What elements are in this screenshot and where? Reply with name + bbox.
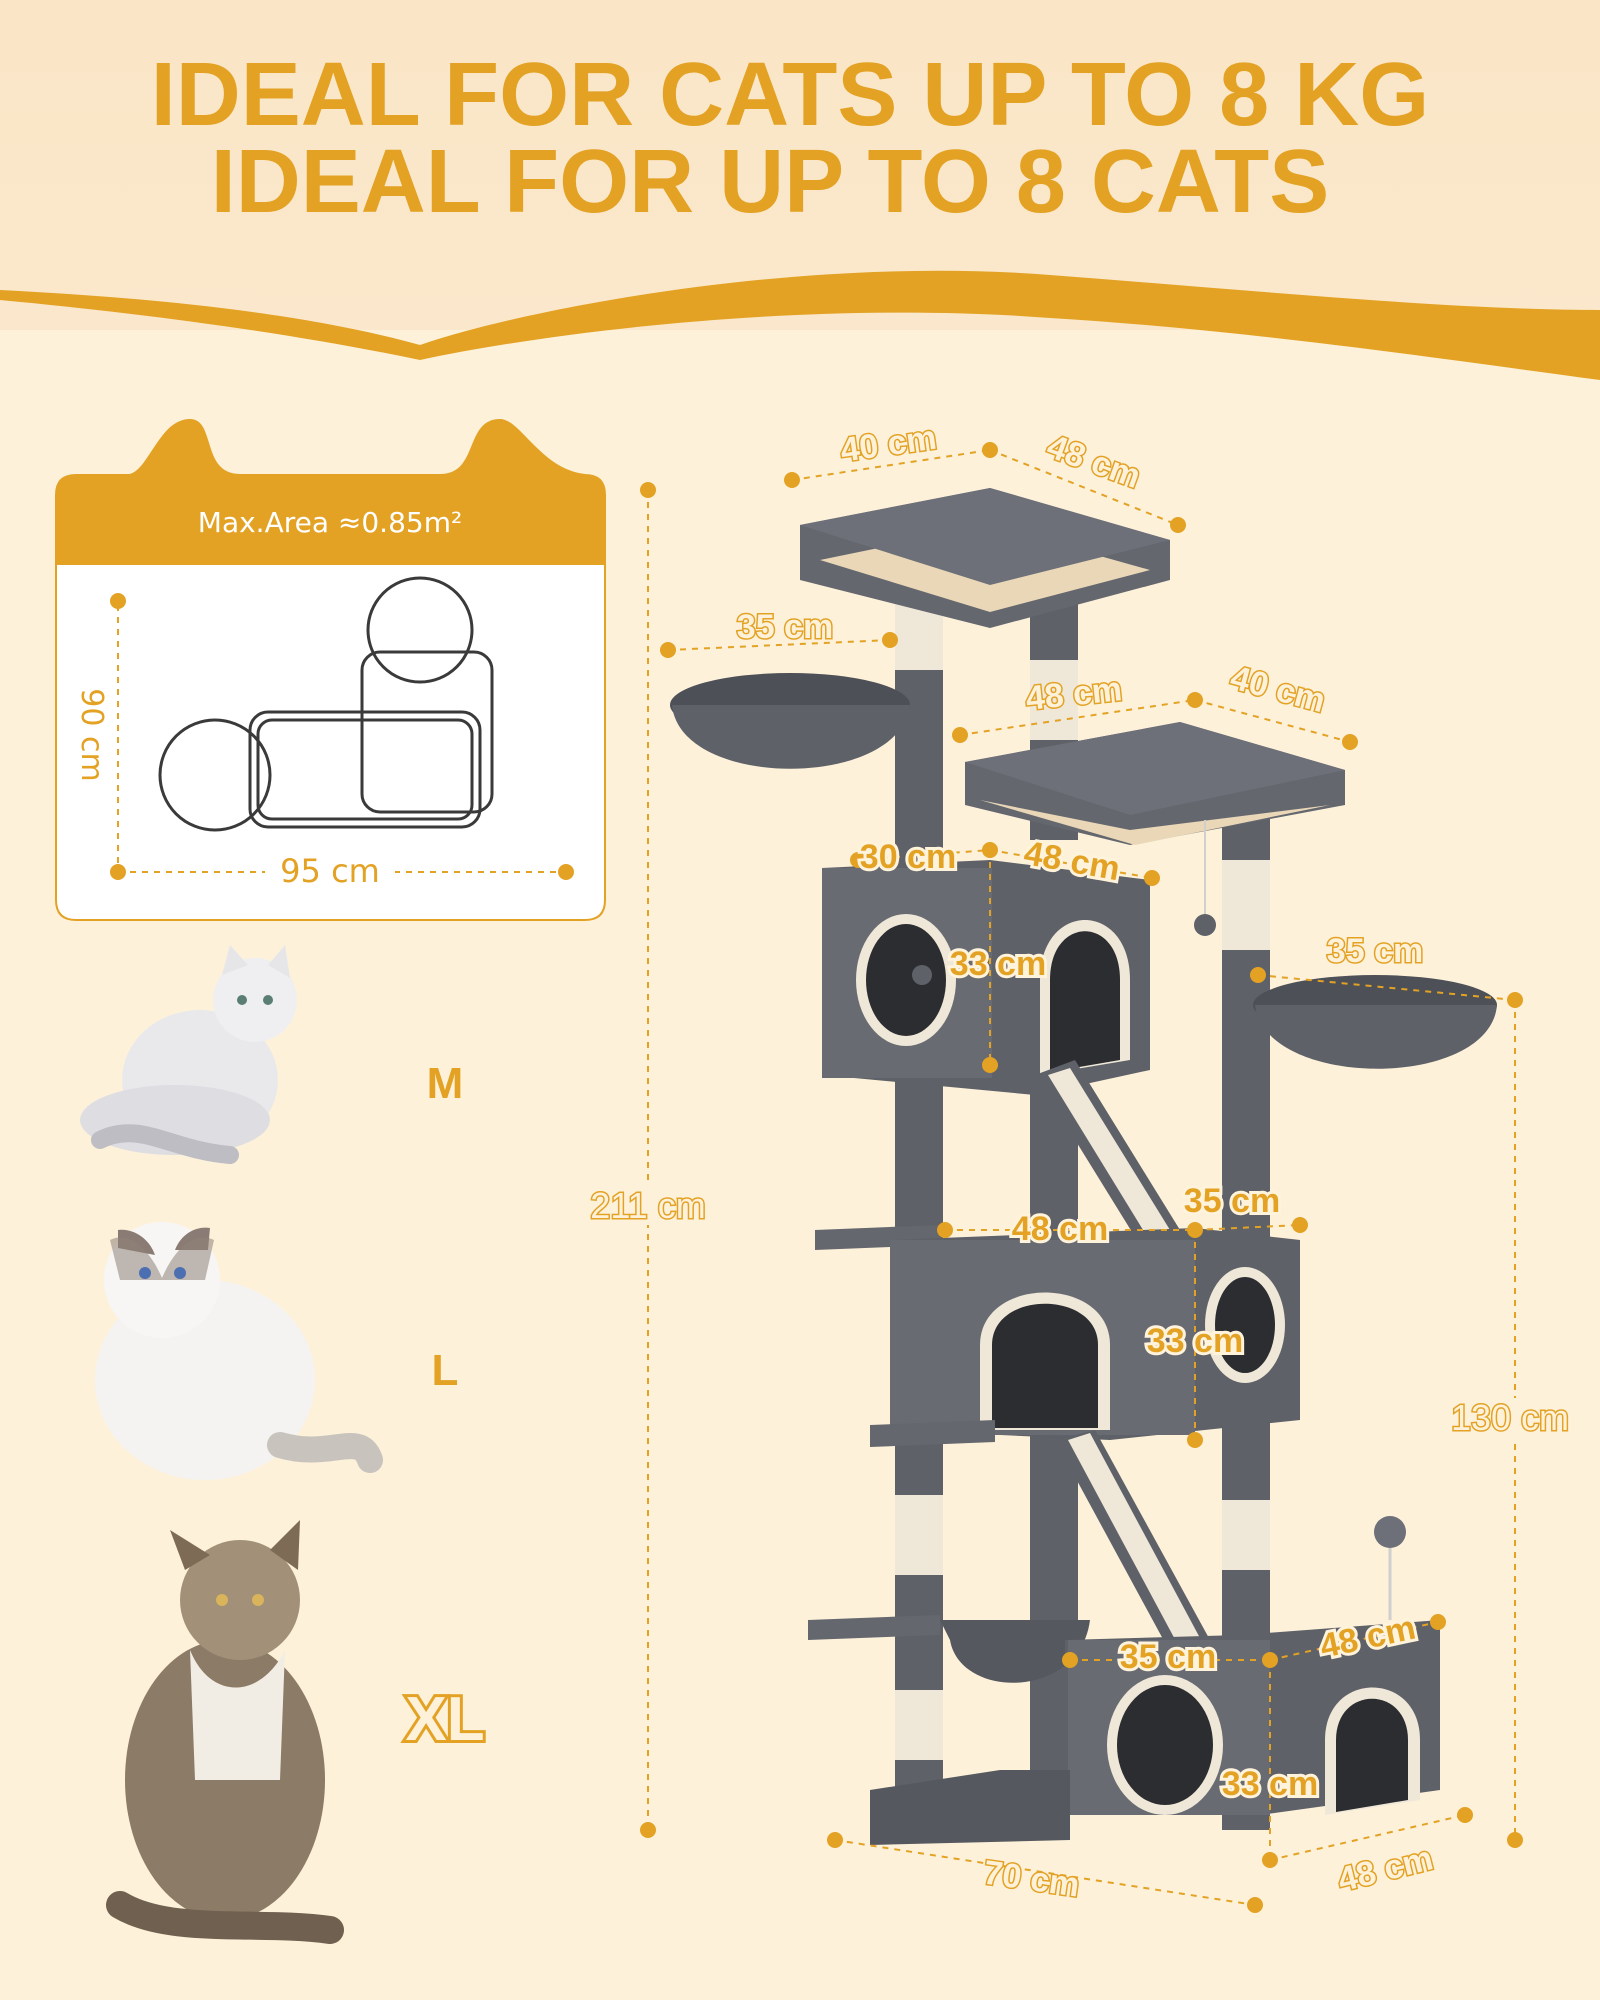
cat-xl-image [106,1520,344,1944]
cat-medium-image [80,945,297,1164]
cat-size-xl: XL [405,1685,484,1754]
dim-hammock-left: 35 cm [737,608,833,646]
tree-dimension-dots [660,442,1473,1913]
cat-large-image [95,1222,383,1480]
area-card-title: Max.Area ≈0.85m² [198,506,462,539]
header-wave [0,270,1600,380]
cat-size-l: L [432,1346,459,1395]
dim-top-platform-d: 48 cm [1042,427,1146,496]
dim-total-height: 211 cm [590,1185,705,1226]
area-card: Max.Area ≈0.85m² 90 cm 95 cm [55,418,606,921]
area-card-header [56,420,605,565]
dim-condo2-h: 33 cm [1147,1322,1243,1360]
dim-condo3-h: 33 cm [1222,1765,1318,1803]
dim-hammock-right: 35 cm [1327,932,1423,970]
cat-tree-image [670,488,1497,1845]
cat-size-m: M [427,1059,464,1108]
footprint-sketch [158,576,494,832]
dim-platform2-w: 40 cm [1226,659,1329,721]
area-card-width: 95 cm [280,852,380,890]
dim-lower-height: 130 cm [1451,1397,1569,1438]
total-height-guide: 211 cm [575,482,720,1838]
headline-line1: IDEAL FOR CATS UP TO 8 KG [151,45,1430,145]
dim-top-platform-w: 40 cm [838,419,939,470]
dim-condo1-w: 30 cm [860,838,956,876]
header-band [0,0,1600,330]
area-card-depth: 90 cm [74,688,109,781]
headline-line2: IDEAL FOR UP TO 8 CATS [211,132,1330,232]
dim-condo1-h: 33 cm [950,945,1046,983]
tree-dimension-lines [667,449,1516,1906]
dim-condo2-d: 35 cm [1184,1182,1280,1220]
dim-base-w: 70 cm [981,1854,1082,1905]
dim-condo2-w: 48 cm [1012,1210,1108,1248]
dim-base-d: 48 cm [1334,1839,1437,1899]
lower-height-guide: 130 cm [1440,992,1590,1848]
dim-condo3-w: 35 cm [1120,1638,1216,1676]
